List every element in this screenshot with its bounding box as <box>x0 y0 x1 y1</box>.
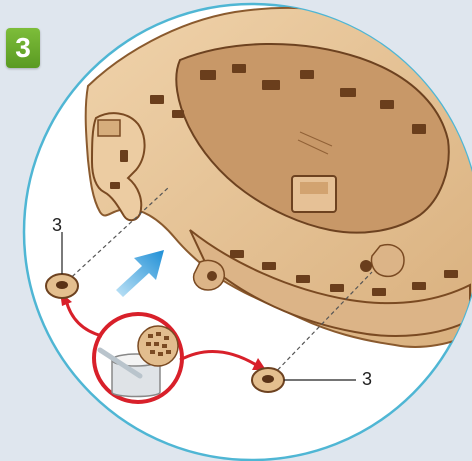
part-callout-label-right: 3 <box>362 370 372 388</box>
step-number-badge: 3 <box>6 28 40 68</box>
glue-pot-icon <box>94 314 182 402</box>
part-callout-label-left: 3 <box>52 216 62 234</box>
washer-part-right <box>252 368 284 392</box>
washer-part-left <box>46 274 78 298</box>
